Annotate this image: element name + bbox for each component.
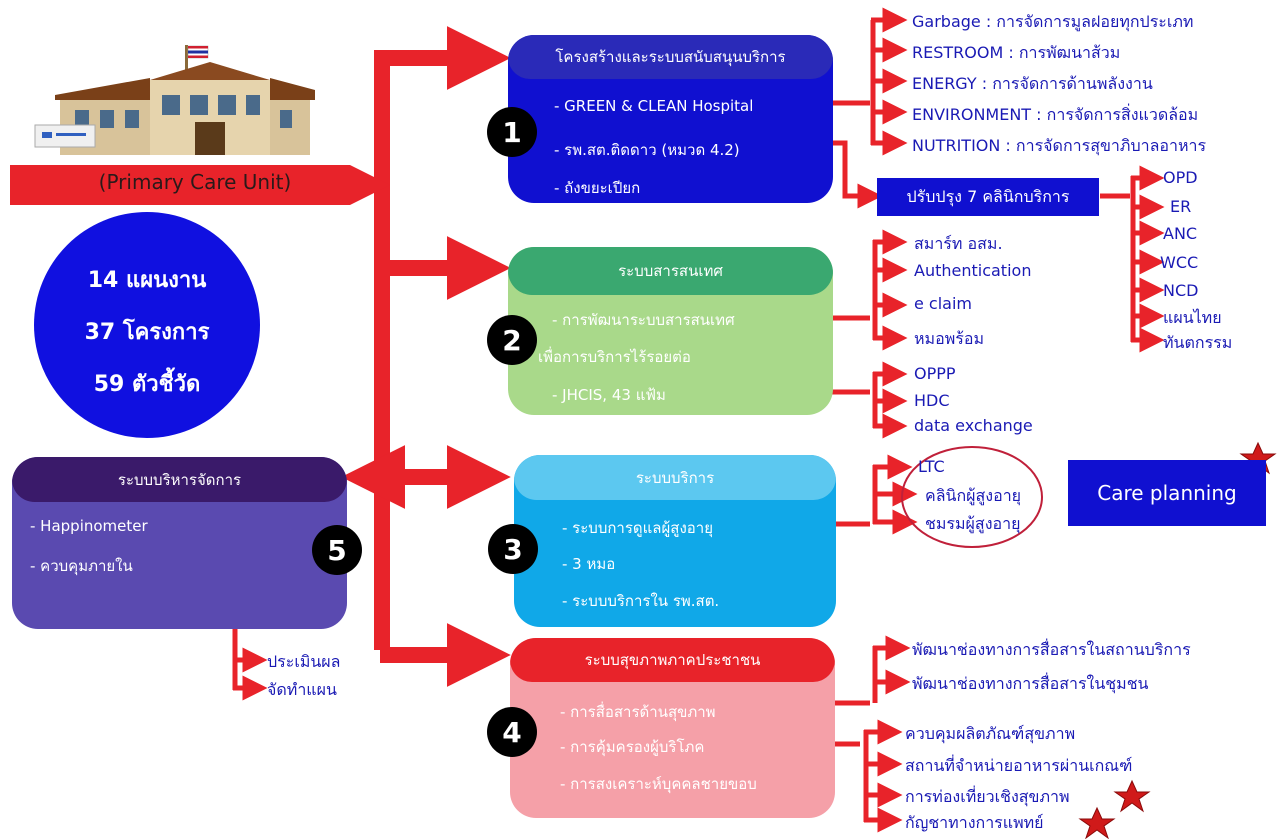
star-icon bbox=[1113, 779, 1151, 813]
box2-item-jhcis: - JHCIS, 43 แฟ้ม bbox=[552, 386, 666, 404]
box1-item-star-pcu: - รพ.สต.ติดดาว (หมวด 4.2) bbox=[554, 141, 740, 159]
elderly-highlight-ellipse bbox=[901, 446, 1043, 548]
box5-item-internal-control: - ควบคุมภายใน bbox=[30, 557, 133, 575]
box1-title: โครงสร้างและระบบสนับสนุนบริการ bbox=[508, 35, 833, 79]
box4-title: ระบบสุขภาพภาคประชาชน bbox=[510, 638, 835, 682]
comm-in-community: พัฒนาช่องทางการสื่อสารในชุมชน bbox=[912, 674, 1149, 693]
it-authentication: Authentication bbox=[914, 261, 1032, 280]
box1-item-wet-bin: - ถังขยะเปียก bbox=[554, 179, 641, 197]
green-clean-nutrition: NUTRITION : การจัดการสุขาภิบาลอาหาร bbox=[912, 136, 1207, 155]
hospital-building-icon bbox=[34, 45, 315, 155]
it-e-claim: e claim bbox=[914, 294, 973, 313]
box4-public-health: ระบบสุขภาพภาคประชาชน - การสื่อสารด้านสุข… bbox=[510, 638, 835, 818]
elderly-club: ชมรมผู้สูงอายุ bbox=[925, 514, 1021, 533]
green-clean-restroom: RESTROOM : การพัฒนาส้วม bbox=[912, 43, 1121, 62]
box4-item-consumer: - การคุ้มครองผู้บริโภค bbox=[560, 738, 705, 756]
box4-item-communication: - การสื่อสารด้านสุขภาพ bbox=[560, 703, 716, 721]
box3-item-elderly-care: - ระบบการดูแลผู้สูงอายุ bbox=[562, 519, 713, 537]
box5-title: ระบบบริหารจัดการ bbox=[12, 457, 347, 502]
box5-management-system: ระบบบริหารจัดการ - Happinometer - ควบคุม… bbox=[12, 457, 347, 629]
clinic-opd: OPD bbox=[1163, 168, 1198, 187]
box2-item-seamless: เพื่อการบริการไร้รอยต่อ bbox=[538, 348, 691, 366]
consumer-medical-cannabis: กัญชาทางการแพทย์ bbox=[905, 813, 1044, 832]
box4-number-badge: 4 bbox=[487, 707, 537, 757]
box5-number-badge: 5 bbox=[312, 525, 362, 575]
jhcis-hdc: HDC bbox=[914, 391, 950, 410]
box4-item-marginalized: - การสงเคราะห์บุคคลชายขอบ bbox=[560, 775, 757, 793]
clinic-dental: ทันตกรรม bbox=[1163, 333, 1233, 352]
it-smart-osm: สมาร์ท อสม. bbox=[914, 234, 1003, 253]
primary-care-unit-label: (Primary Care Unit) bbox=[98, 170, 292, 194]
stat-plans: 14 แผนงาน bbox=[87, 268, 207, 293]
clinic-er: ER bbox=[1170, 197, 1192, 216]
it-mor-prom: หมอพร้อม bbox=[914, 329, 984, 348]
care-planning-box: Care planning bbox=[1068, 460, 1266, 526]
box3-service-system: ระบบบริการ - ระบบการดูแลผู้สูงอายุ - 3 ห… bbox=[514, 455, 836, 627]
green-clean-garbage: Garbage : การจัดการมูลฝอยทุกประเภท bbox=[912, 12, 1194, 31]
happinometer-evaluate: ประเมินผล bbox=[267, 652, 341, 671]
star-icon bbox=[1078, 806, 1116, 839]
stats-circle bbox=[34, 212, 260, 438]
box2-item-it-dev: - การพัฒนาระบบสารสนเทศ bbox=[552, 311, 735, 329]
elderly-ltc: LTC bbox=[918, 457, 945, 476]
elderly-clinic: คลินิกผู้สูงอายุ bbox=[925, 486, 1022, 505]
consumer-health-products: ควบคุมผลิตภัณฑ์สุขภาพ bbox=[905, 724, 1076, 743]
box1-item-green-clean: - GREEN & CLEAN Hospital bbox=[554, 97, 754, 115]
box5-item-happinometer: - Happinometer bbox=[30, 517, 148, 535]
box2-title: ระบบสารสนเทศ bbox=[508, 247, 833, 295]
box3-number-badge: 3 bbox=[488, 524, 538, 574]
consumer-health-tourism: การท่องเที่ยวเชิงสุขภาพ bbox=[905, 787, 1070, 806]
stat-indicators: 59 ตัวชี้วัด bbox=[93, 372, 201, 397]
green-clean-energy: ENERGY : การจัดการด้านพลังงาน bbox=[912, 74, 1153, 93]
box2-information-system: ระบบสารสนเทศ - การพัฒนาระบบสารสนเทศ เพื่… bbox=[508, 247, 833, 415]
box3-item-3-doctors: - 3 หมอ bbox=[562, 555, 616, 573]
clinic-ncd: NCD bbox=[1163, 281, 1199, 300]
clinic-thai-traditional: แผนไทย bbox=[1163, 308, 1222, 327]
main-trunk-arrows bbox=[341, 26, 511, 687]
stats-list: 14 แผนงาน 37 โครงการ 59 ตัวชี้วัด bbox=[52, 255, 242, 411]
box3-item-pcu-service: - ระบบบริการใน รพ.สต. bbox=[562, 592, 720, 610]
box1-connectors bbox=[812, 7, 1165, 353]
happinometer-plan: จัดทำแผน bbox=[267, 680, 337, 699]
stat-projects: 37 โครงการ bbox=[84, 320, 210, 345]
primary-care-unit-arrow bbox=[10, 165, 390, 205]
consumer-food-outlets: สถานที่จำหน่ายอาหารผ่านเกณฑ์ bbox=[905, 756, 1133, 775]
box1-infrastructure: โครงสร้างและระบบสนับสนุนบริการ - GREEN &… bbox=[508, 35, 833, 203]
clinic-wcc: WCC bbox=[1160, 253, 1199, 272]
box1-number-badge: 1 bbox=[487, 107, 537, 157]
clinic-improvement-box: ปรับปรุง 7 คลินิกบริการ bbox=[877, 178, 1099, 216]
jhcis-data-exchange: data exchange bbox=[914, 416, 1033, 435]
jhcis-oppp: OPPP bbox=[914, 364, 956, 383]
box3-title: ระบบบริการ bbox=[514, 455, 836, 500]
clinic-anc: ANC bbox=[1163, 224, 1198, 243]
green-clean-environment: ENVIRONMENT : การจัดการสิ่งแวดล้อม bbox=[912, 105, 1199, 124]
comm-in-facility: พัฒนาช่องทางการสื่อสารในสถานบริการ bbox=[912, 640, 1191, 659]
box2-number-badge: 2 bbox=[487, 315, 537, 365]
